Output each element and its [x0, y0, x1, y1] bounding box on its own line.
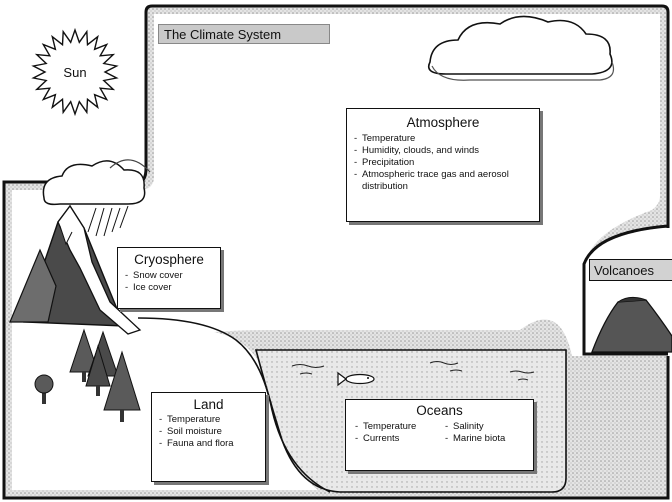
land-item: Temperature	[158, 414, 259, 426]
land-box: Land Temperature Soil moisture Fauna and…	[151, 392, 266, 482]
volcanoes-label: Volcanoes	[589, 259, 672, 281]
diagram-title: The Climate System	[158, 24, 330, 44]
rain-cloud-icon	[43, 160, 150, 205]
oceans-item: Salinity	[444, 421, 525, 433]
atmosphere-item: Precipitation	[353, 157, 533, 169]
land-item: Fauna and flora	[158, 438, 259, 450]
cryosphere-item: Ice cover	[124, 282, 214, 294]
atmosphere-box: Atmosphere Temperature Humidity, clouds,…	[346, 108, 540, 222]
land-item: Soil moisture	[158, 426, 259, 438]
atmosphere-item: Humidity, clouds, and winds	[353, 145, 533, 157]
oceans-item: Temperature	[354, 421, 438, 433]
oceans-item: Marine biota	[444, 433, 525, 445]
atmosphere-item: Temperature	[353, 133, 533, 145]
atmosphere-item: Atmospheric trace gas and aerosol distri…	[353, 169, 533, 193]
land-heading: Land	[158, 397, 259, 413]
atmosphere-heading: Atmosphere	[353, 115, 533, 131]
cryosphere-item: Snow cover	[124, 270, 214, 282]
oceans-box: Oceans Temperature Currents Salinity Mar…	[345, 399, 534, 471]
oceans-heading: Oceans	[354, 403, 525, 419]
cryosphere-heading: Cryosphere	[124, 252, 214, 268]
oceans-item: Currents	[354, 433, 438, 445]
sun-label: Sun	[63, 65, 86, 80]
cryosphere-box: Cryosphere Snow cover Ice cover	[117, 247, 221, 309]
